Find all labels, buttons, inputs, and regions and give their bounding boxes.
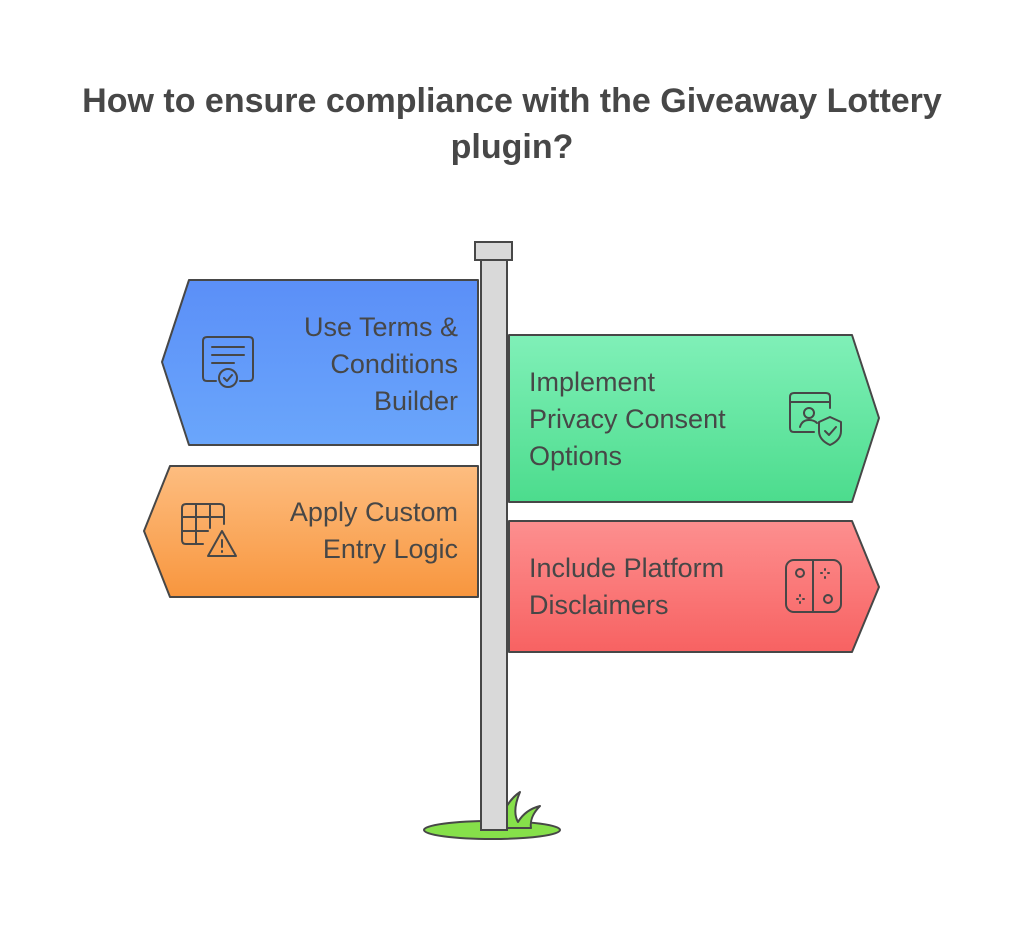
sign-terms-line-1: Use Terms & xyxy=(303,312,458,342)
gamepad-icon xyxy=(785,559,842,613)
sign-terms xyxy=(161,279,479,446)
sign-terms-line-2: Conditions xyxy=(330,349,458,379)
diagram-title: How to ensure compliance with the Giveaw… xyxy=(0,78,1024,170)
sign-entry xyxy=(143,465,479,598)
sign-privacy-label: Implement Privacy Consent Options xyxy=(529,364,726,475)
signpost-pole xyxy=(474,241,513,831)
sign-terms-label: Use Terms & Conditions Builder xyxy=(304,309,458,420)
sign-disclaimers-line-1: Include Platform xyxy=(529,553,725,583)
user-shield-icon xyxy=(789,392,842,446)
sign-disclaimers-label: Include Platform Disclaimers xyxy=(529,550,724,624)
certificate-icon xyxy=(202,336,254,388)
sign-terms-line-3: Builder xyxy=(373,386,458,416)
sign-disclaimers-line-2: Disclaimers xyxy=(529,590,669,620)
sign-entry-line-2: Entry Logic xyxy=(322,534,458,564)
sign-privacy-line-2: Privacy Consent xyxy=(529,404,726,434)
sign-disclaimers xyxy=(508,520,880,653)
title-line-1: How to ensure compliance with the Giveaw… xyxy=(82,82,942,120)
sign-privacy xyxy=(508,334,880,503)
sign-entry-label: Apply Custom Entry Logic xyxy=(290,494,458,568)
sign-privacy-line-3: Options xyxy=(529,441,623,471)
title-line-2: plugin? xyxy=(450,128,574,166)
sign-entry-line-1: Apply Custom xyxy=(289,497,458,527)
sign-privacy-line-1: Implement xyxy=(529,367,656,397)
grid-warning-icon xyxy=(181,503,237,557)
